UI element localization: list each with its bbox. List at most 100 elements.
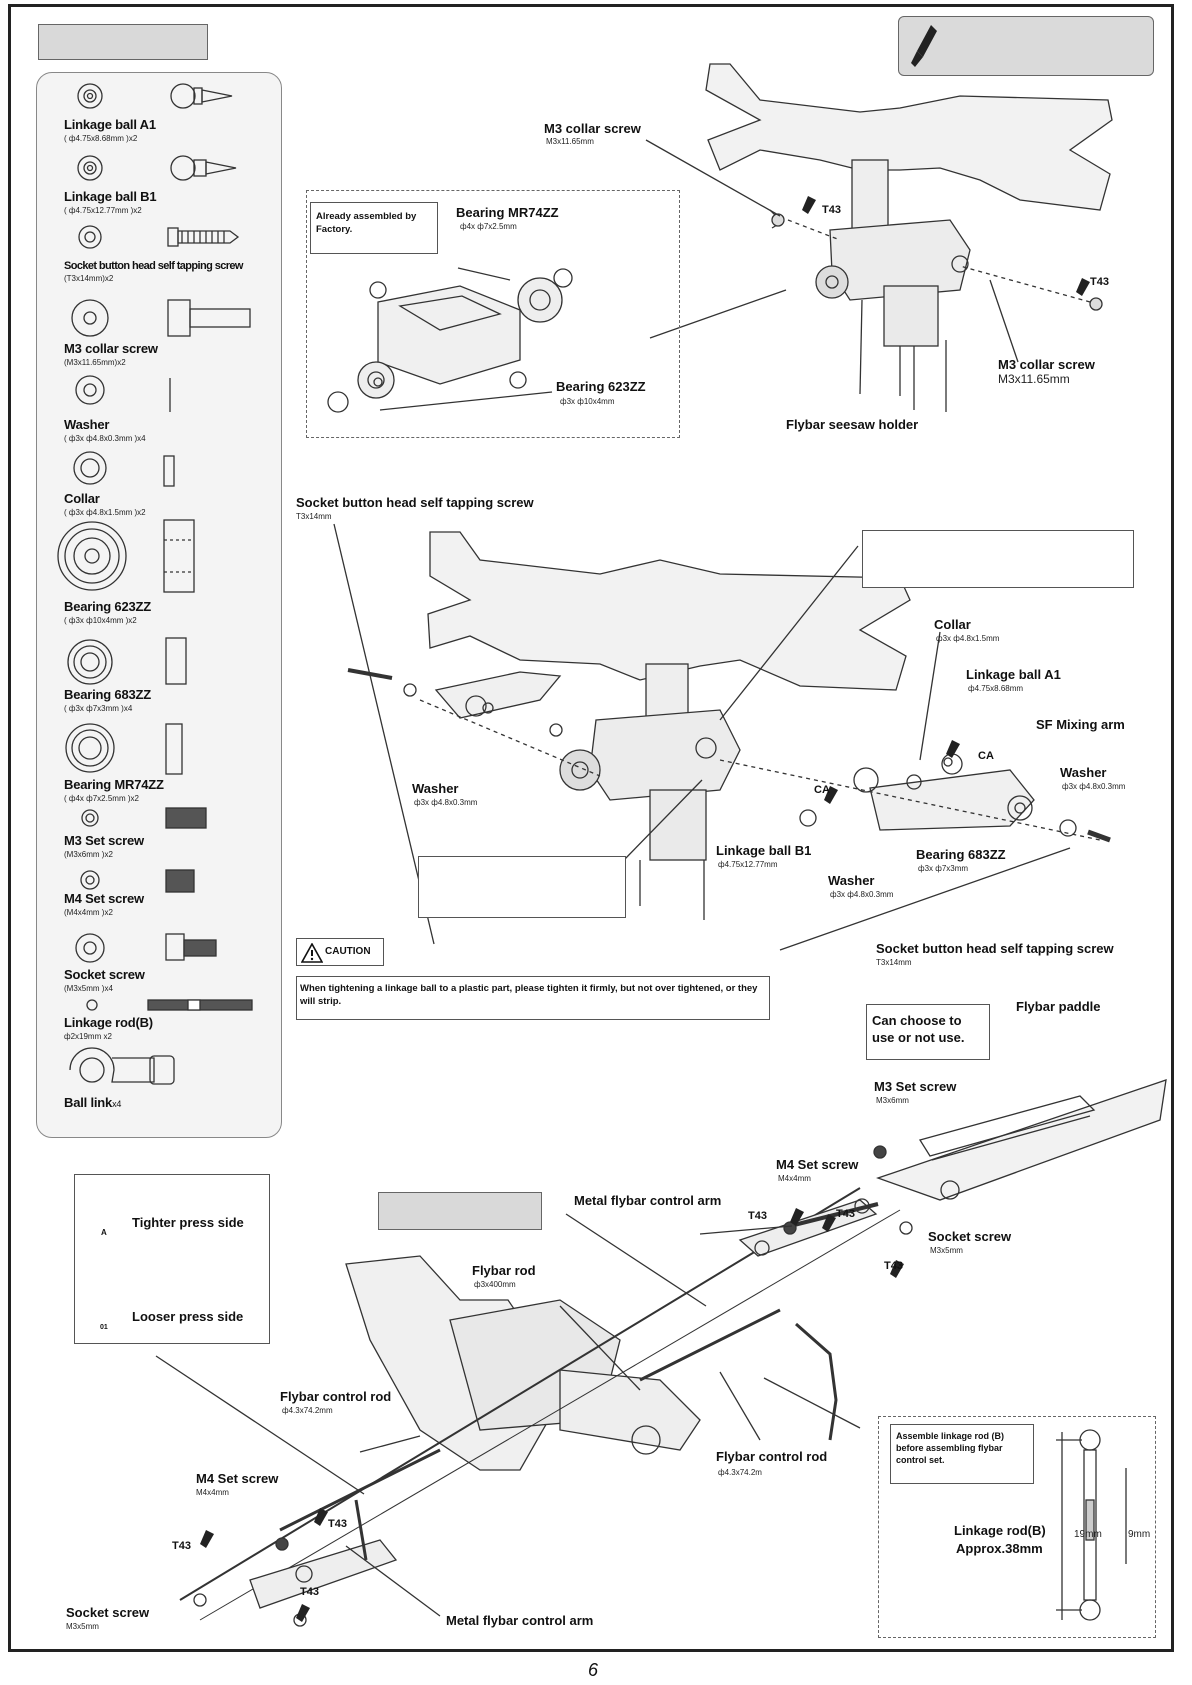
socket-screw-left-label: Socket screw [66,1605,150,1620]
ball-link-mark-01: 01 [100,1324,108,1331]
control-rod-left-spec: ф4.3x74.2mm [282,1406,333,1415]
t43-label: T43 [748,1210,767,1222]
linkage-rod-label: Linkage rod(B) [954,1523,1046,1538]
part-spec: ( ф3x ф4.8x1.5mm )x2 [64,508,146,517]
factory-inset [306,190,680,438]
section-tag-flybar [378,1192,542,1230]
caution-badge: CAUTION [296,938,384,966]
collar-screw-top-label: M3 collar screw [544,121,641,136]
part-label: M4 Set screw [64,891,144,906]
part-label: Linkage rod(B) [64,1015,153,1030]
tapping-screw-right-spec: T3x14mm [876,958,912,967]
looser-label: Looser press side [132,1309,244,1324]
part-label-ball-link: Ball linkx4 [64,1095,122,1110]
ball-a1-label: Linkage ball A1 [966,667,1061,682]
part-label: Bearing 683ZZ [64,687,151,702]
part-label: Linkage ball A1 [64,117,156,132]
t43-label: T43 [836,1208,855,1220]
part-spec: ( ф3x ф7x3mm )x4 [64,704,133,713]
approx-length: Approx.38mm [956,1541,1043,1556]
tapping-screw-left-spec: T3x14mm [296,512,332,521]
part-label: Bearing 623ZZ [64,599,151,614]
choose-note: Can choose to use or not use. [872,1013,965,1045]
control-rod-right-spec: ф4.3x74.2m [718,1468,762,1477]
bearing-623zz-label: Bearing 623ZZ [556,379,646,394]
t43-label: T43 [300,1586,319,1598]
bearing-683zz-spec: ф3x ф7x3mm [918,864,969,873]
ball-b1-spec: ф4.75x12.77mm [718,860,778,869]
parts-list-panel [36,72,282,1138]
socket-screw-left-spec: M3x5mm [66,1622,99,1631]
section-tag-glue [898,16,1154,76]
t43-label: T43 [1090,276,1109,288]
part-label: M3 Set screw [64,833,144,848]
part-label: Socket screw [64,967,145,982]
m3-set-screw-label: M3 Set screw [874,1079,957,1094]
collar-label: Collar [934,617,971,632]
collar-screw-right-label: M3 collar screw [998,357,1095,372]
caution-text: When tightening a linkage ball to a plas… [300,983,758,1007]
tapping-screw-right-label: Socket button head self tapping screw [876,941,1114,956]
choose-note-box [866,1004,990,1060]
socket-screw-right-label: Socket screw [928,1229,1012,1244]
tighter-label: Tighter press side [132,1215,244,1230]
washer-bottom-label: Washer [828,873,875,888]
washer-right-label: Washer [1060,765,1107,780]
m4-set-screw-bottom-label: M4 Set screw [196,1471,279,1486]
glue-bottle-icon [911,25,937,67]
blank-note-box-left [418,856,626,918]
part-spec: (M3x5mm )x4 [64,984,113,993]
ca-label: CA [978,750,994,762]
warning-icon [301,943,323,963]
part-spec: ( ф3x ф4.8x0.3mm )x4 [64,434,146,443]
part-label: M3 collar screw [64,341,158,356]
caution-box [296,976,770,1020]
m4-set-screw-top-label: M4 Set screw [776,1157,859,1172]
control-rod-right-label: Flybar control rod [716,1449,828,1464]
part-label: Collar [64,491,100,506]
caution-badge-text: CAUTION [325,946,371,957]
part-spec: ( ф3x ф10x4mm )x2 [64,616,137,625]
ball-a1-spec: ф4.75x8.68mm [968,684,1024,693]
part-spec: (M3x11.65mm)x2 [64,358,126,367]
parts-illustrations [57,83,253,1085]
ball-b1-label: Linkage ball B1 [716,843,812,858]
page-frame [8,4,1174,1652]
m4-set-screw-bottom-spec: M4x4mm [196,1488,229,1497]
page-number: 6 [588,1660,599,1680]
linkage-rod-inset [878,1416,1156,1638]
collar-screw-top-spec: M3x11.65mm [546,137,594,146]
part-spec: (M3x6mm )x2 [64,850,113,859]
bearing-mr74zz-spec: ф4x ф7x2.5mm [460,222,517,231]
sf-mixing-arm-label: SF Mixing arm [1036,717,1125,732]
flybar-paddle-label: Flybar paddle [1016,999,1101,1014]
section-tag-parts [38,24,208,60]
part-spec: ф2x19mm x2 [64,1032,112,1041]
m4-set-screw-top-spec: M4x4mm [778,1174,811,1183]
washer-right-spec: ф3x ф4.8x0.3mm [1062,782,1126,791]
washer-bottom-spec: ф3x ф4.8x0.3mm [830,890,894,899]
washer-left-spec: ф3x ф4.8x0.3mm [414,798,478,807]
part-label: Bearing MR74ZZ [64,777,164,792]
ca-label: CA [814,784,830,796]
factory-note: Already assembled by Factory. [316,211,417,235]
seesaw-holder-label: Flybar seesaw holder [786,417,919,432]
tapping-screw-left-label: Socket button head self tapping screw [296,495,534,510]
part-label: Linkage ball B1 [64,189,157,204]
part-label: Washer [64,417,110,432]
collar-screw-right-spec: M3x11.65mm [998,372,1070,386]
ball-link-inset [74,1174,270,1344]
flybar-rod-spec: ф3x400mm [474,1280,516,1289]
factory-note-box [310,202,438,254]
t43-label: T43 [822,204,841,216]
flybar-rod-label: Flybar rod [472,1263,536,1278]
blank-note-box-right [862,530,1134,588]
part-spec: ( ф4.75x12.77mm )x2 [64,206,142,215]
bearing-mr74zz-label: Bearing MR74ZZ [456,205,559,220]
collar-spec: ф3x ф4.8x1.5mm [936,634,1000,643]
rod-note-box [890,1424,1034,1484]
t43-label: T43 [328,1518,347,1530]
part-spec: ( ф4x ф7x2.5mm )x2 [64,794,139,803]
bearing-623zz-spec: ф3x ф10x4mm [560,397,615,406]
